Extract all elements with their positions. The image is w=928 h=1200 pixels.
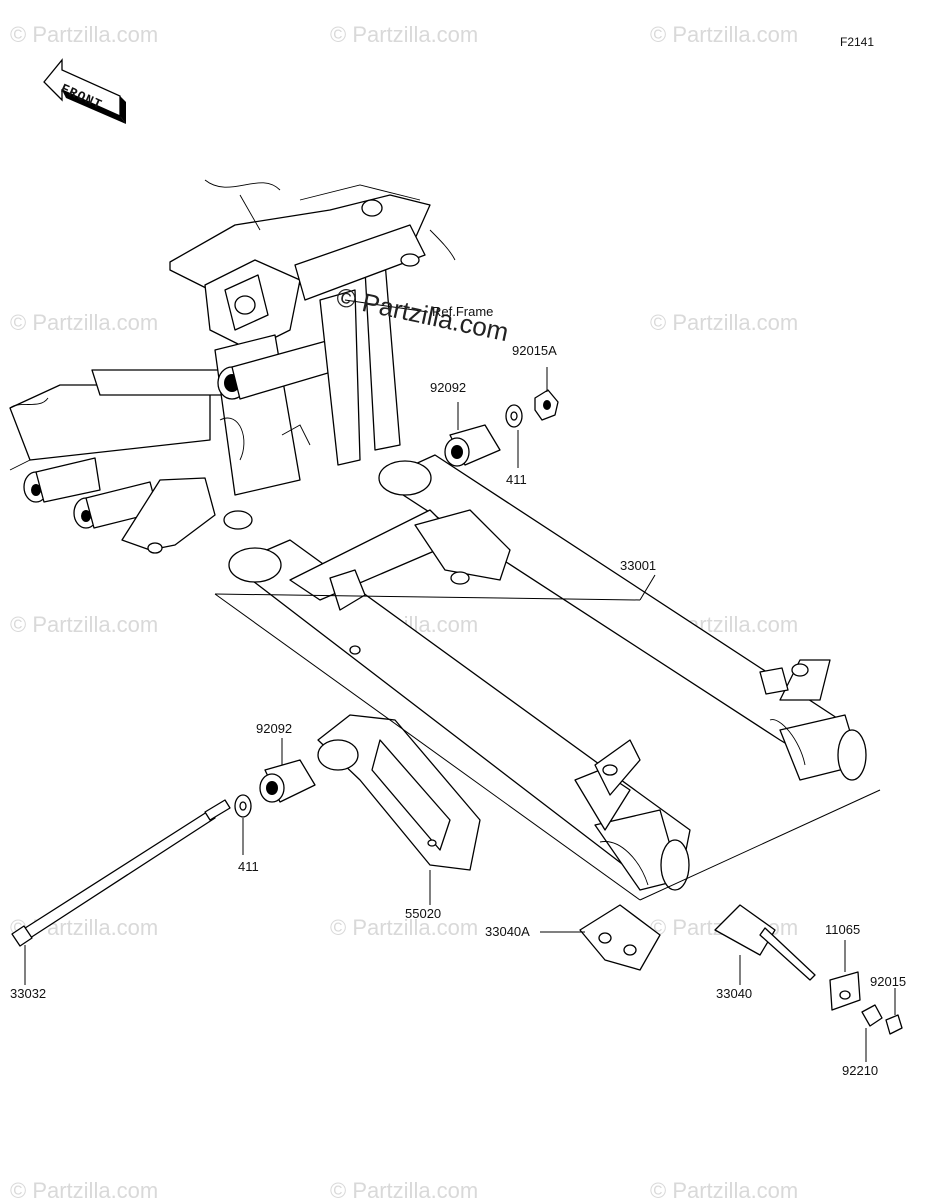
- callouts: Ref.Frame 92015A 92092 411 33001 92092 4…: [10, 304, 906, 1078]
- callout-411-top: 411: [506, 472, 527, 487]
- watermark: © Partzilla.com: [10, 22, 158, 47]
- watermark: © Partzilla.com: [650, 22, 798, 47]
- ref-frame-label: Ref.Frame: [432, 304, 493, 319]
- callout-33040A: 33040A: [485, 924, 530, 939]
- callout-33040: 33040: [716, 986, 752, 1001]
- callout-92015A: 92015A: [512, 343, 557, 358]
- callout-33032: 33032: [10, 986, 46, 1001]
- chain-adjusters: [579, 904, 903, 1035]
- callout-92015: 92015: [870, 974, 906, 989]
- watermark: © Partzilla.com: [650, 310, 798, 335]
- watermark: © Partzilla.com: [10, 1178, 158, 1200]
- watermark: © Partzilla.com: [330, 22, 478, 47]
- watermark: © Partzilla.com: [650, 1178, 798, 1200]
- watermark: © Partzilla.com: [330, 1178, 478, 1200]
- leader-lines: [24, 299, 896, 1062]
- axle-bolt: [11, 799, 231, 947]
- callout-92210: 92210: [842, 1063, 878, 1078]
- swingarm: [228, 454, 867, 891]
- callout-11065: 11065: [825, 922, 860, 937]
- watermark: © Partzilla.com: [330, 915, 478, 940]
- chain-guide: [317, 714, 481, 871]
- callout-33001: 33001: [620, 558, 656, 573]
- frame-assembly: [9, 179, 456, 554]
- callout-55020: 55020: [405, 906, 441, 921]
- top-hardware: [444, 389, 559, 467]
- front-arrow: FRONT: [43, 58, 126, 124]
- callout-92092-mid: 92092: [256, 721, 292, 736]
- callout-92092-top: 92092: [430, 380, 466, 395]
- callout-411-mid: 411: [238, 859, 259, 874]
- diagram-code: F2141: [840, 35, 874, 49]
- watermark: © Partzilla.com: [10, 310, 158, 335]
- watermark: © Partzilla.com: [10, 612, 158, 637]
- mid-hardware: [234, 759, 316, 818]
